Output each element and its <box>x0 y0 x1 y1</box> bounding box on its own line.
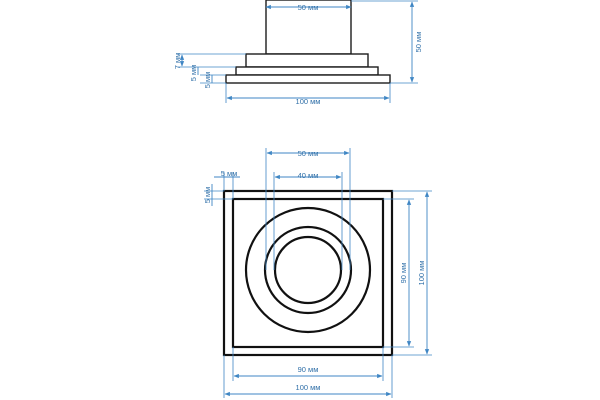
step-base <box>225 74 391 84</box>
side-view: 50 мм 50 мм 7 мм 5 мм 5 мм 100 мм <box>173 0 423 106</box>
dim-step-7-label: 7 мм <box>173 53 182 70</box>
dim-ring50-label: 50 мм <box>298 149 319 158</box>
dim-h100-label: 100 мм <box>296 383 321 392</box>
step-middle <box>235 66 379 76</box>
top-view: 50 мм 40 мм 5 мм 5 мм 90 мм 100 мм 90 мм <box>203 148 432 398</box>
dim-h90-label: 90 мм <box>298 365 319 374</box>
dim-step-5a-label: 5 мм <box>189 65 198 82</box>
dim-base-width-label: 100 мм <box>296 97 321 106</box>
dim-v90-label: 90 мм <box>399 263 408 284</box>
dim-ring40-label: 40 мм <box>298 171 319 180</box>
dim-step-5b-label: 5 мм <box>203 72 212 89</box>
inner-ring <box>273 235 343 305</box>
dim-border-v-label: 5 мм <box>203 187 212 204</box>
dim-top-width-label: 50 мм <box>298 3 319 12</box>
dim-border-h-label: 5 мм <box>221 169 238 178</box>
dim-height-label: 50 мм <box>414 32 423 53</box>
step-top <box>245 53 369 68</box>
dim-v100-label: 100 мм <box>417 261 426 286</box>
